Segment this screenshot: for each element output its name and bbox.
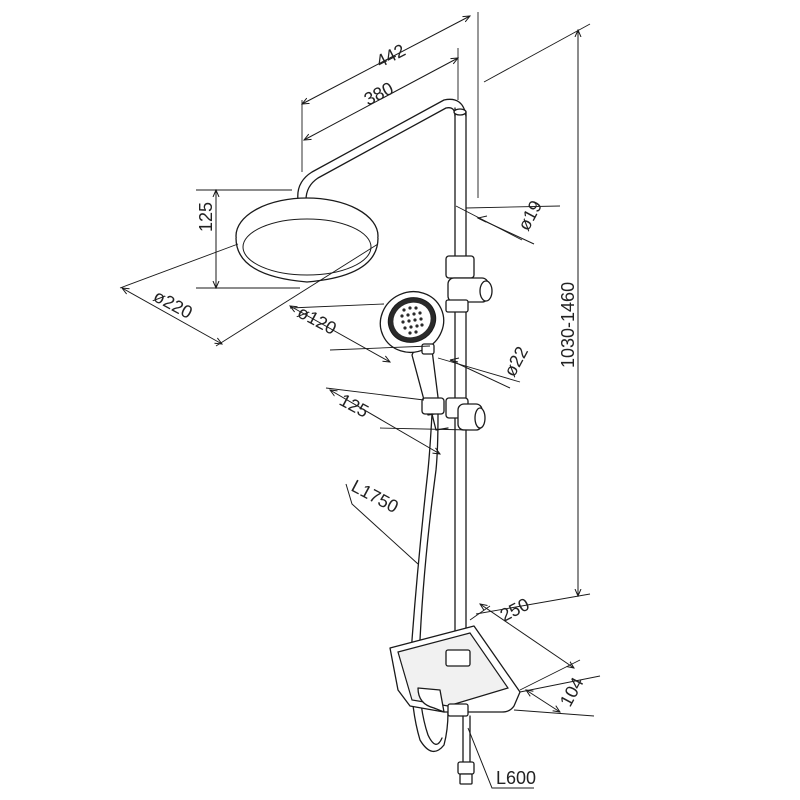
dim-shelf-depth: 104 bbox=[513, 674, 601, 717]
dim-rail-height: 1030-1460 bbox=[475, 23, 591, 615]
shelf-knob bbox=[417, 687, 445, 713]
spray-nozzles bbox=[400, 306, 424, 335]
label-L1750: L1750 bbox=[348, 476, 402, 517]
label-380: 380 bbox=[361, 78, 397, 109]
label-d220: ø220 bbox=[150, 286, 196, 323]
riser-rail bbox=[454, 107, 467, 663]
dim-overall-width: 442 bbox=[302, 12, 479, 198]
dim-hose-length: L1750 bbox=[345, 476, 419, 565]
head-face bbox=[242, 218, 372, 276]
dim-rail-diameter: ø19 bbox=[455, 197, 561, 245]
dim-handle-diameter: ø22 bbox=[437, 343, 532, 389]
dim-inlet-hose-length: L600 bbox=[467, 727, 536, 789]
upper-slider bbox=[445, 255, 493, 313]
slider-knob bbox=[479, 280, 493, 302]
hand-shower bbox=[379, 290, 445, 416]
label-442: 442 bbox=[373, 40, 409, 71]
inlet-hose bbox=[457, 715, 475, 785]
head-plate-rim bbox=[235, 237, 379, 283]
shower-head bbox=[235, 197, 379, 283]
label-250: 250 bbox=[497, 594, 533, 625]
thermostat-shelf bbox=[389, 625, 521, 717]
label-125-head: 125 bbox=[196, 202, 216, 232]
label-d22: ø22 bbox=[500, 343, 532, 380]
slider-collar bbox=[445, 255, 475, 279]
label-d19: ø19 bbox=[514, 197, 546, 234]
label-1030-1460: 1030-1460 bbox=[558, 282, 578, 368]
shower-arm bbox=[297, 98, 467, 201]
label-d120: ø120 bbox=[294, 302, 340, 339]
label-125-holder: 125 bbox=[336, 390, 372, 422]
label-L600: L600 bbox=[496, 768, 536, 788]
arm-elbow bbox=[453, 108, 467, 116]
